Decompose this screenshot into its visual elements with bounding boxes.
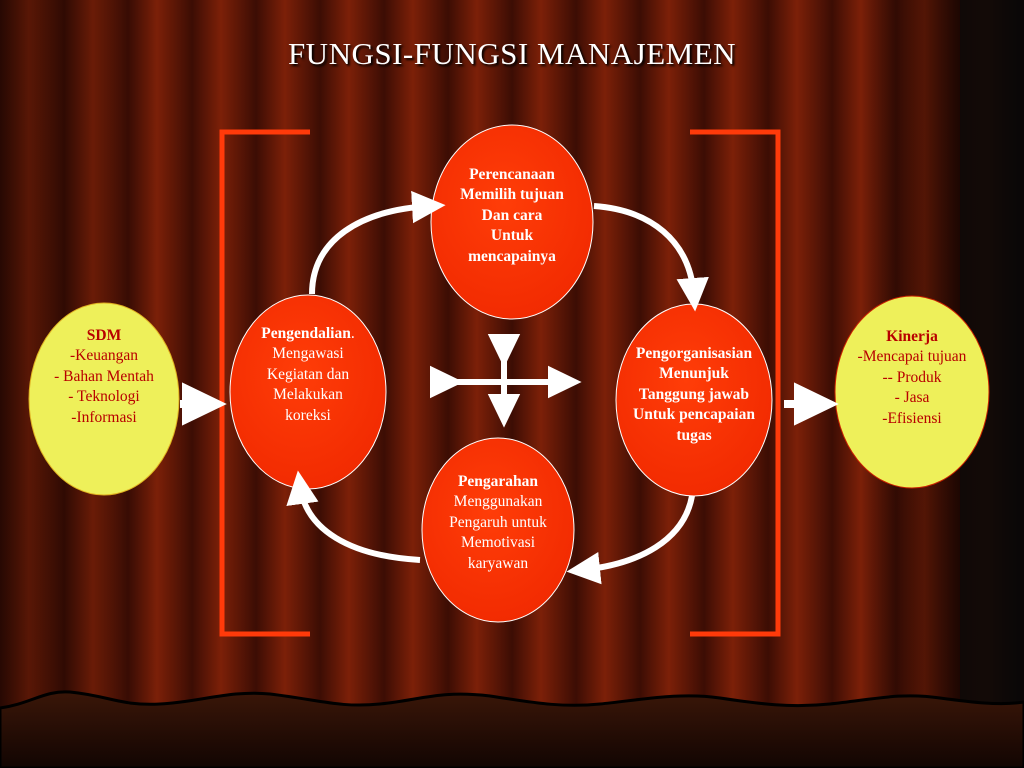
- output-line-4: -Efisiensi: [882, 409, 942, 427]
- controlling-line-2: Kegiatan dan: [266, 365, 350, 383]
- controlling-heading-suffix: .: [350, 324, 355, 342]
- organizing-line-2: Tanggung jawab: [638, 385, 750, 403]
- input-line-3: - Teknologi: [68, 388, 140, 406]
- arrow-organizing-to-directing: [566, 495, 695, 585]
- controlling-heading: Pengendalian: [261, 324, 351, 342]
- controlling-line-1: Mengawasi: [272, 345, 344, 363]
- output-heading: Kinerja: [886, 327, 938, 345]
- planning-line-3: Untuk: [490, 227, 534, 245]
- right-bracket: [690, 129, 781, 637]
- input-line-4: -Informasi: [71, 408, 137, 426]
- organizing-node: Pengorganisasian Menunjuk Tanggung jawab…: [606, 304, 782, 496]
- planning-heading: Perencanaan: [469, 165, 555, 183]
- input-ellipse: [28, 302, 180, 496]
- arrow-planning-to-organizing: [593, 203, 709, 312]
- directing-ellipse: [421, 437, 575, 623]
- input-line-2: - Bahan Mentah: [54, 367, 154, 385]
- output-node: Kinerja -Mencapai tujuan -- Produk - Jas…: [835, 296, 989, 488]
- directing-line-4: karyawan: [467, 554, 529, 572]
- organizing-line-3: Untuk pencapaian: [633, 406, 755, 424]
- organizing-line-4: tugas: [676, 426, 712, 444]
- organizing-line-1: Menunjuk: [659, 365, 729, 383]
- input-heading: SDM: [86, 326, 122, 344]
- directing-line-3: Memotivasi: [460, 534, 536, 552]
- directing-heading: Pengarahan: [457, 472, 539, 490]
- planning-line-1: Memilih tujuan: [460, 186, 564, 204]
- directing-node: Pengarahan Menggunakan Pengaruh untuk Me…: [422, 438, 574, 622]
- directing-line-1: Menggunakan: [453, 493, 543, 511]
- planning-line-4: mencapainya: [468, 247, 556, 265]
- input-line-1: -Keuangan: [70, 347, 138, 365]
- arrow-directing-to-controlling: [286, 470, 421, 563]
- input-node: SDM -Keuangan - Bahan Mentah - Teknologi…: [29, 303, 179, 495]
- planning-node: Perencanaan Memilih tujuan Dan cara Untu…: [431, 125, 593, 319]
- page-title: FUNGSI-FUNGSI MANAJEMEN: [287, 36, 737, 71]
- output-line-2: -- Produk: [882, 368, 942, 386]
- four-way-arrow-icon: [430, 334, 582, 428]
- directing-line-2: Pengaruh untuk: [449, 513, 547, 531]
- planning-line-2: Dan cara: [481, 206, 543, 224]
- output-line-1: -Mencapai tujuan: [857, 348, 967, 366]
- arrow-controlling-to-planning: [309, 190, 446, 295]
- organizing-heading: Pengorganisasian: [635, 344, 753, 362]
- controlling-line-3: Melakukan: [273, 386, 343, 404]
- controlling-line-4: koreksi: [285, 406, 331, 424]
- stage-floor: [0, 690, 1024, 768]
- controlling-node: Pengendalian. Mengawasi Kegiatan dan Mel…: [230, 295, 386, 489]
- output-line-3: - Jasa: [894, 389, 930, 407]
